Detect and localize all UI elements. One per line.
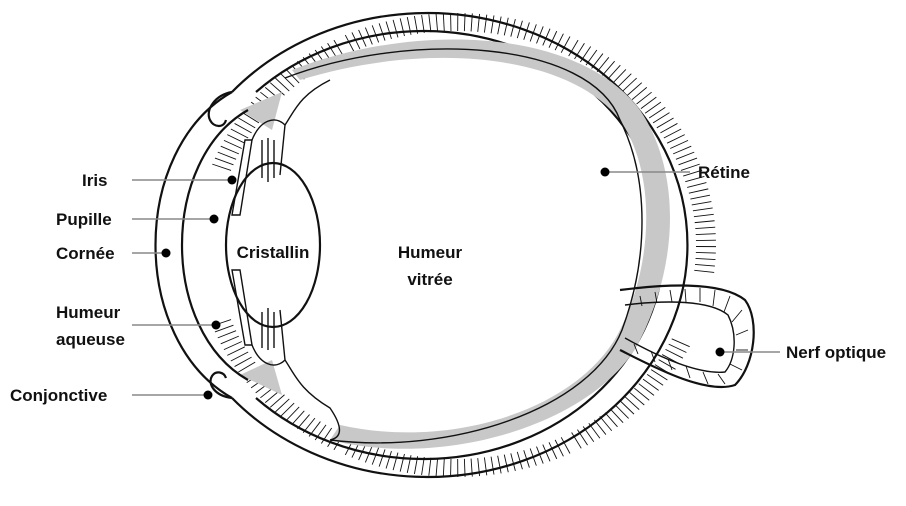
sclera-hatch-line [400, 454, 404, 472]
sclera-hatch-line [334, 40, 343, 56]
sclera-hatch-line [504, 18, 508, 36]
sclera-hatch-line [666, 349, 683, 358]
sclera-hatch-line [379, 449, 385, 466]
sclera-hatch-line [393, 20, 398, 37]
sclera-hatch-line [218, 152, 236, 159]
sclera-hatch-line [696, 234, 716, 235]
cornee-dot [162, 249, 171, 258]
iris-dot [228, 176, 237, 185]
sclera-hatch-line [511, 19, 516, 37]
sclera-hatch-line [231, 352, 248, 361]
retine-dot [601, 168, 610, 177]
label-humeur-aqueuse-1: Humeur [56, 303, 121, 322]
sclera-hatch-line [695, 227, 715, 228]
label-cristallin: Cristallin [237, 243, 310, 262]
sclera-hatch-line [443, 459, 444, 477]
humeur-aqueuse-dot [212, 321, 221, 330]
label-humeur-vitree-2: vitrée [407, 270, 452, 289]
sclera-hatch-line [218, 331, 236, 338]
label-humeur-aqueuse-2: aqueuse [56, 330, 125, 349]
sclera-hatch-line [212, 164, 231, 170]
sclera-hatch-line [694, 214, 714, 216]
sclera-hatch-line [393, 453, 398, 470]
sclera-hatch-line [696, 258, 716, 259]
conjonctive-dot [204, 391, 213, 400]
sclera-hatch-line [498, 456, 501, 474]
sclera-hatch-line [672, 339, 690, 347]
sclera-hatch-line [231, 129, 248, 138]
label-iris: Iris [82, 171, 108, 190]
sclera-hatch-line [484, 457, 486, 475]
sclera-hatch-line [224, 341, 242, 349]
sclera-hatch-line [695, 264, 715, 266]
sclera-hatch-line [670, 140, 688, 148]
sclera-hatch-line [221, 146, 239, 154]
label-pupille: Pupille [56, 210, 112, 229]
sclera-hatch-line [695, 221, 715, 223]
sclera-hatch-line [436, 458, 438, 476]
sclera-hatch-line [221, 336, 239, 344]
sclera-hatch-line [443, 13, 444, 31]
sclera-hatch-line [429, 458, 431, 476]
sclera-hatch-line [484, 15, 486, 33]
sclera-hatch-line [491, 15, 494, 33]
sclera-hatch-line [227, 135, 245, 144]
label-retine: Rétine [698, 163, 750, 182]
pupille-dot [210, 215, 219, 224]
nerf-optique-dot [716, 348, 725, 357]
label-conjonctive: Conjonctive [10, 386, 107, 405]
sclera-hatch-line [504, 455, 508, 473]
sclera-hatch-line [586, 50, 597, 65]
sclera-hatch-line [429, 14, 431, 32]
sclera-hatch-line [673, 146, 691, 154]
sclera-hatch-line [664, 129, 681, 138]
sclera-hatch-line [386, 22, 391, 39]
label-nerf-optique: Nerf optique [786, 343, 886, 362]
sclera-hatch-line [227, 347, 245, 356]
sclera-hatch-line [235, 123, 252, 132]
sclera-hatch-line [669, 344, 687, 352]
sclera-hatch-line [667, 135, 685, 144]
label-humeur-vitree-1: Humeur [398, 243, 463, 262]
sclera-hatch-line [215, 158, 234, 165]
sclera-hatch-line [386, 451, 391, 468]
sclera-hatch-line [681, 164, 700, 170]
sclera-hatch-line [694, 270, 714, 272]
sclera-hatch-line [224, 140, 242, 148]
sclera-hatch-line [696, 252, 716, 253]
sclera-hatch-line [692, 202, 712, 205]
sclera-hatch-line [679, 158, 698, 165]
sclera-hatch-line [511, 453, 516, 471]
sclera-hatch-line [436, 14, 438, 32]
sclera-hatch-line [491, 457, 494, 475]
sclera-hatch-line [583, 426, 594, 441]
sclera-hatch-line [676, 152, 694, 159]
sclera-hatch-line [660, 123, 677, 132]
label-cornee: Cornée [56, 244, 115, 263]
sclera-hatch-line [693, 208, 713, 211]
sclera-hatch-line [689, 189, 708, 193]
sclera-hatch-line [690, 195, 710, 199]
sclera-hatch-line [498, 17, 501, 35]
sclera-hatch-line [379, 23, 385, 40]
sclera-hatch-line [687, 183, 706, 188]
sclera-hatch-line [400, 18, 404, 36]
sclera-hatch-line [235, 357, 252, 366]
